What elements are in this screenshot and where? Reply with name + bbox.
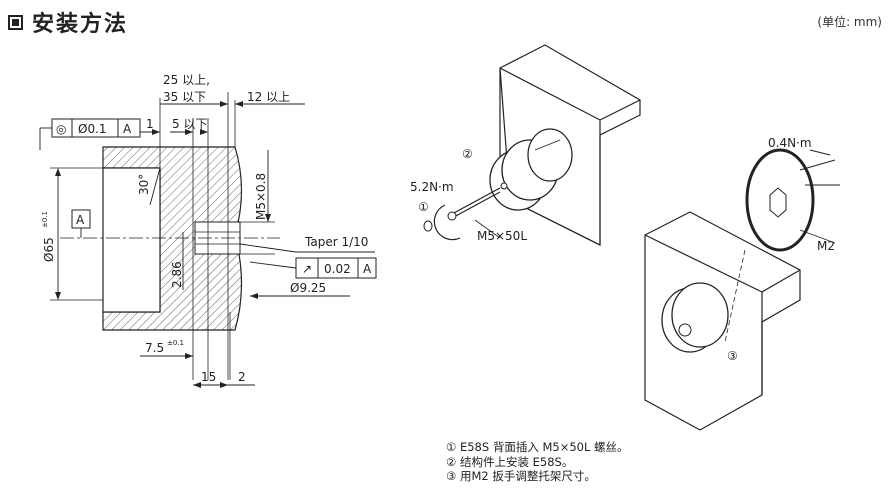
note-item: ③ 用M2 扳手调整托架尺寸。	[446, 469, 596, 483]
dim-1: 1	[146, 117, 154, 131]
torque-2: 0.4N·m	[768, 136, 812, 150]
dim-top-a: 25 以上,	[163, 73, 210, 87]
installation-notes: ① E58S 背面插入 M5×50L 螺丝。 ② 结构件上安装 E58S。 ③ …	[446, 440, 629, 484]
dim-5: 5 以下	[172, 117, 207, 131]
thread-size: M5×0.8	[254, 173, 268, 220]
note-item: ① E58S 背面插入 M5×50L 螺丝。	[446, 440, 629, 454]
fcf-value: Ø0.1	[78, 122, 107, 136]
dia-925: Ø9.25	[290, 281, 326, 295]
runout-symbol: ↗	[302, 262, 312, 276]
unit-label: (单位: mm)	[817, 15, 882, 29]
mounting-structure	[423, 44, 840, 431]
runout-value: 0.02	[324, 262, 351, 276]
square-bullet-icon	[8, 14, 23, 30]
label-3: ③	[727, 349, 738, 363]
fcf-symbol: ◎	[56, 122, 66, 136]
section-title: 安装方法	[32, 12, 129, 37]
section-header: 安装方法	[8, 6, 128, 38]
right-drawing-labels: ② 5.2N·m ① M5×50L 0.4N·m M2 ③	[410, 136, 835, 363]
wrench-label: M2	[817, 239, 835, 253]
dim-right: 12 以上	[247, 90, 290, 104]
label-1: ①	[418, 200, 429, 214]
dim-15: 15	[201, 370, 216, 384]
dim-75: 7.5	[145, 341, 164, 355]
note-item: ② 结构件上安装 E58S。	[446, 454, 574, 469]
datum-a: A	[76, 213, 85, 227]
fcf-datum: A	[123, 122, 132, 136]
left-drawing-labels: 25 以上, 35 以下 12 以上 ◎ Ø0.1 A 1 5 以下 30° M…	[41, 73, 372, 384]
dim-75-tol: ±0.1	[167, 339, 184, 347]
dia-65-tol: ±0.1	[41, 211, 49, 228]
label-2: ②	[462, 147, 473, 161]
angle-30: 30°	[137, 174, 151, 195]
installation-drawing: 25 以上, 35 以下 12 以上 ◎ Ø0.1 A 1 5 以下 30° M…	[39, 44, 840, 431]
runout-datum: A	[363, 262, 372, 276]
dim-top-b: 35 以下	[163, 90, 206, 104]
dia-65: Ø65	[42, 237, 56, 262]
dim-2: 2	[238, 370, 246, 384]
shaft-cross-section	[39, 92, 377, 388]
taper: Taper 1/10	[304, 235, 368, 249]
dim-286: 2.86	[170, 261, 184, 288]
screw-label: M5×50L	[477, 229, 527, 243]
torque-1: 5.2N·m	[410, 180, 454, 194]
